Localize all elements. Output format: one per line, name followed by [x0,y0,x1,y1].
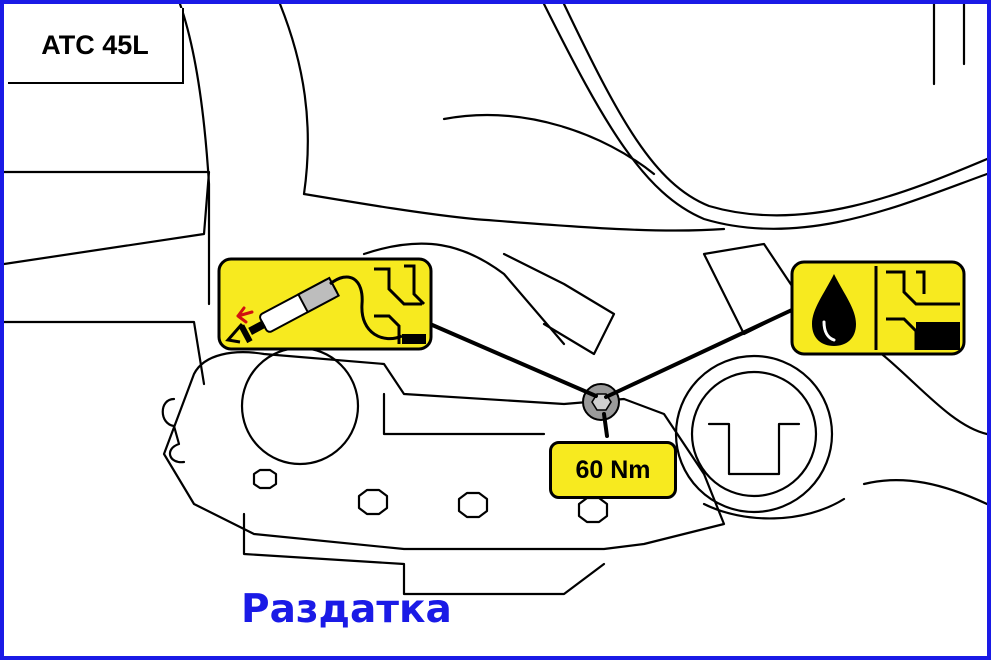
oil-drop-fill-level-icon [790,260,966,356]
output-flange-lug [707,422,801,476]
hose-inner [562,4,987,217]
frame-rail-lower [4,320,206,386]
leader-line-torque [602,412,609,438]
oil-suction-pump-drain-icon [217,257,433,351]
leader-line-left [428,322,598,398]
caption: Раздатка [241,587,452,632]
round-cap [240,346,360,466]
hose-outer [542,4,987,230]
torque-label: 60 Nm [549,441,677,499]
model-label: ATC 45L [8,8,184,84]
output-flange-base [702,497,846,520]
output-flange [674,354,834,514]
cover-rib [382,392,546,436]
cover-lower-flange [242,512,606,596]
side-tab [161,397,186,464]
right-housing-lower [862,478,987,506]
transfer-case-cover [162,351,726,551]
flange-bolts [252,468,609,524]
frame-rail [4,170,211,266]
bracket [502,252,616,356]
mount-block [702,242,806,336]
leader-lines [428,307,796,438]
drain-plug [582,383,620,421]
leader-line-right [604,307,796,399]
housing-side [362,242,566,346]
right-edge-lines [932,4,966,86]
panel-edge [178,4,211,306]
panel-curve [278,4,309,196]
housing-dome [442,113,656,176]
housing-top [302,192,726,232]
output-flange-inner [690,370,818,498]
transfer-case-illustration [4,4,987,596]
